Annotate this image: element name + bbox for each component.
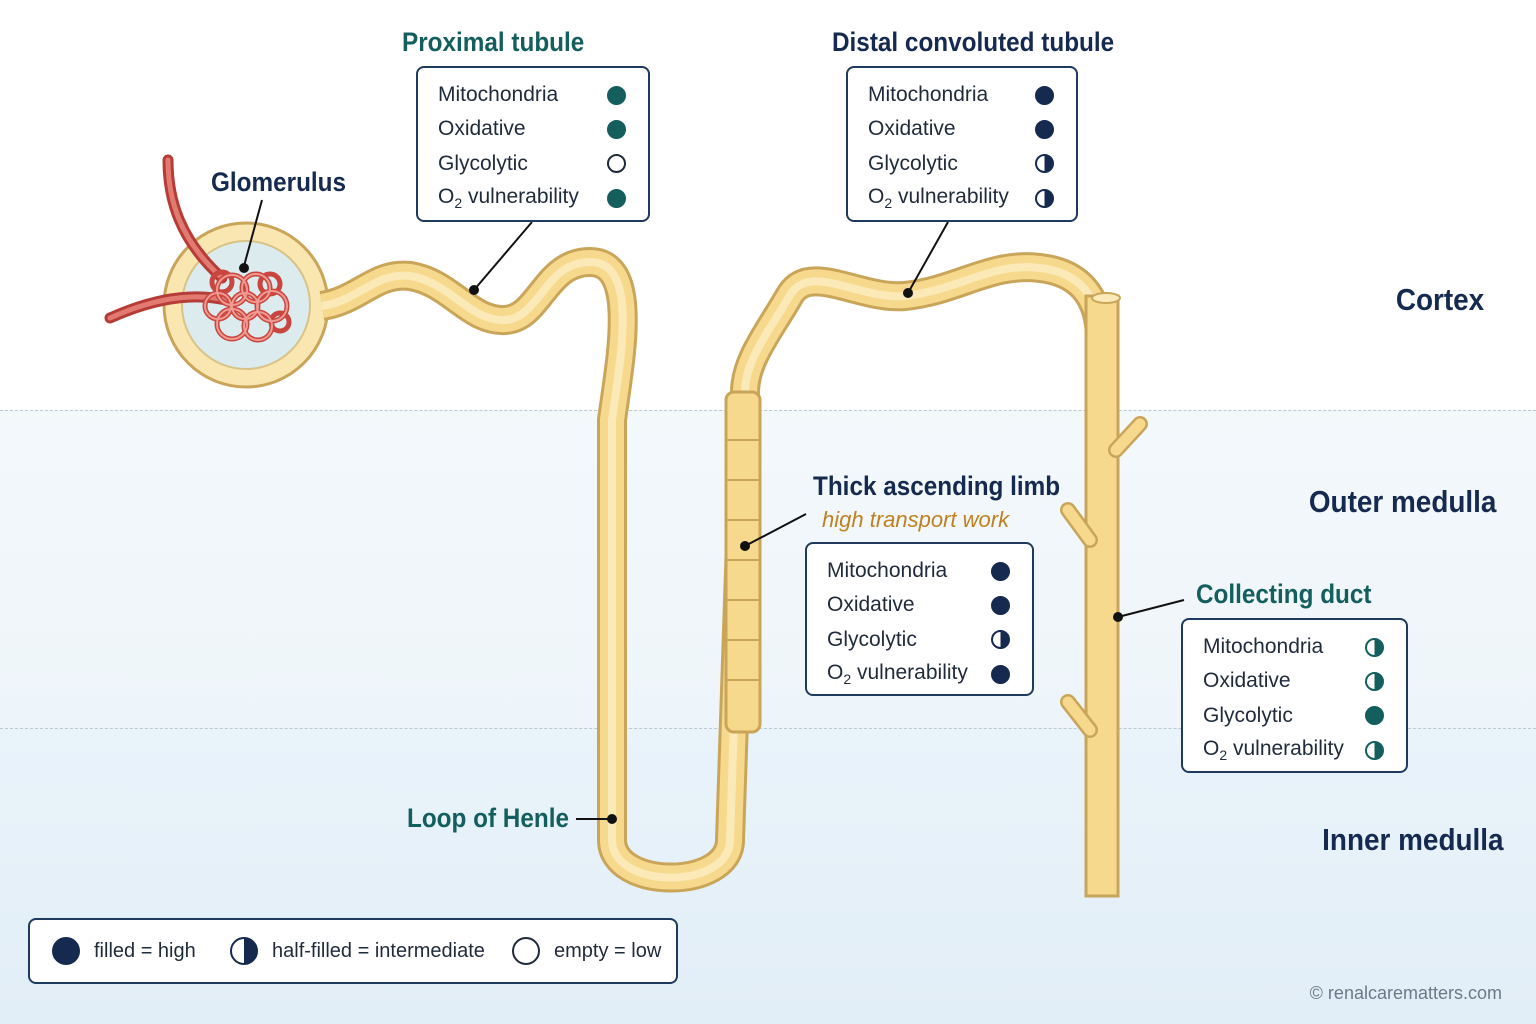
half-filled-circle-icon [1035,154,1054,174]
property-row-glycolytic: Glycolytic [1203,699,1406,733]
legend-text-intermediate: half-filled = intermediate [272,939,485,962]
property-row-glycolytic: Glycolytic [438,147,648,181]
property-label: O2 vulnerability [1203,737,1365,763]
property-label: Oxidative [1203,669,1291,693]
half-filled-circle-icon [230,937,258,965]
property-label: Oxidative [868,117,956,141]
property-label: Glycolytic [438,151,528,175]
o2-subscript: 2 [884,195,893,212]
zone-label-outer-medulla: Outer medulla [1308,484,1496,519]
property-row-mitochondria: Mitochondria [1203,630,1406,664]
half-filled-circle-icon [991,630,1010,650]
property-row-o2-vulnerability: O2 vulnerability [1203,733,1406,767]
property-label: O2 vulnerability [827,661,991,687]
half-filled-circle-icon [1365,740,1384,760]
blood-vessels [104,154,232,324]
property-label: Mitochondria [868,83,989,107]
cortex-medulla-divider [0,410,1536,411]
property-row-mitochondria: Mitochondria [438,78,648,112]
label-collecting-duct: Collecting duct [1196,579,1372,609]
label-distal-convoluted-tubule: Distal convoluted tubule [832,27,1115,57]
empty-circle-icon [607,154,626,174]
property-label: Oxidative [827,593,915,617]
o2-subscript: 2 [843,671,852,688]
filled-circle-icon [607,85,626,105]
property-label: Oxidative [438,117,526,141]
filled-circle-icon [991,664,1010,684]
legend-text-low: empty = low [554,939,662,962]
o2-prefix: O [438,184,455,208]
leader-dots [239,263,1123,824]
label-glomerulus: Glomerulus [211,167,347,197]
label-proximal-tubule: Proximal tubule [402,27,585,57]
legend: filled = high half-filled = intermediate… [28,918,678,984]
legend-item-low: empty = low [512,920,661,982]
o2-suffix: vulnerability [1227,736,1344,760]
thick-ascending-limb-wall [724,390,762,734]
label-thick-limb-subtitle: high transport work [822,507,1010,532]
half-filled-circle-icon [1365,671,1384,691]
outer-inner-medulla-divider [0,728,1536,729]
legend-item-high: filled = high [52,920,196,982]
property-row-oxidative: Oxidative [868,112,1076,146]
filled-circle-icon [991,595,1010,615]
o2-suffix: vulnerability [892,184,1009,208]
filled-circle-icon [1365,706,1384,726]
filled-circle-icon [1035,119,1054,139]
credit-text: © renalcarematters.com [1309,983,1502,1003]
half-filled-circle-icon [1035,188,1054,208]
property-row-mitochondria: Mitochondria [827,554,1032,588]
filled-circle-icon [607,119,626,139]
property-label: Mitochondria [438,83,559,107]
property-row-mitochondria: Mitochondria [868,78,1076,112]
property-label: Mitochondria [1203,635,1324,659]
thick-limb-cells [727,439,759,681]
property-label: Glycolytic [1203,703,1293,727]
label-loop-of-henle: Loop of Henle [407,803,569,833]
property-label: Glycolytic [827,627,917,651]
property-label: O2 vulnerability [868,185,1035,211]
property-label: Glycolytic [868,151,958,175]
filled-circle-icon [1035,85,1054,105]
zone-label-cortex: Cortex [1395,282,1484,317]
o2-prefix: O [827,660,844,684]
property-row-oxidative: Oxidative [1203,664,1406,698]
legend-item-intermediate: half-filled = intermediate [230,920,485,982]
label-thick-ascending-limb: Thick ascending limb [813,471,1061,501]
property-label: Mitochondria [827,559,948,583]
property-row-oxidative: Oxidative [827,588,1032,622]
property-row-o2-vulnerability: O2 vulnerability [868,181,1076,215]
empty-circle-icon [512,937,540,965]
filled-circle-icon [991,561,1010,581]
o2-prefix: O [868,184,885,208]
property-row-glycolytic: Glycolytic [868,147,1076,181]
half-filled-circle-icon [1365,637,1384,657]
nephron-tubule-lumen [321,258,1104,896]
o2-prefix: O [1203,736,1220,760]
property-row-oxidative: Oxidative [438,112,648,146]
collecting-duct [1060,292,1148,898]
property-label: O2 vulnerability [438,185,607,211]
zone-label-inner-medulla: Inner medulla [1322,822,1504,857]
o2-suffix: vulnerability [462,184,579,208]
filled-circle-icon [52,937,80,965]
property-row-glycolytic: Glycolytic [827,623,1032,657]
o2-subscript: 2 [454,195,463,212]
property-row-o2-vulnerability: O2 vulnerability [438,181,648,215]
legend-text-high: filled = high [94,939,196,962]
o2-subscript: 2 [1219,747,1228,764]
filled-circle-icon [607,188,626,208]
leader-lines [243,199,1185,820]
property-row-o2-vulnerability: O2 vulnerability [827,657,1032,691]
o2-suffix: vulnerability [851,660,968,684]
capillary-tuft-highlight [204,273,288,341]
